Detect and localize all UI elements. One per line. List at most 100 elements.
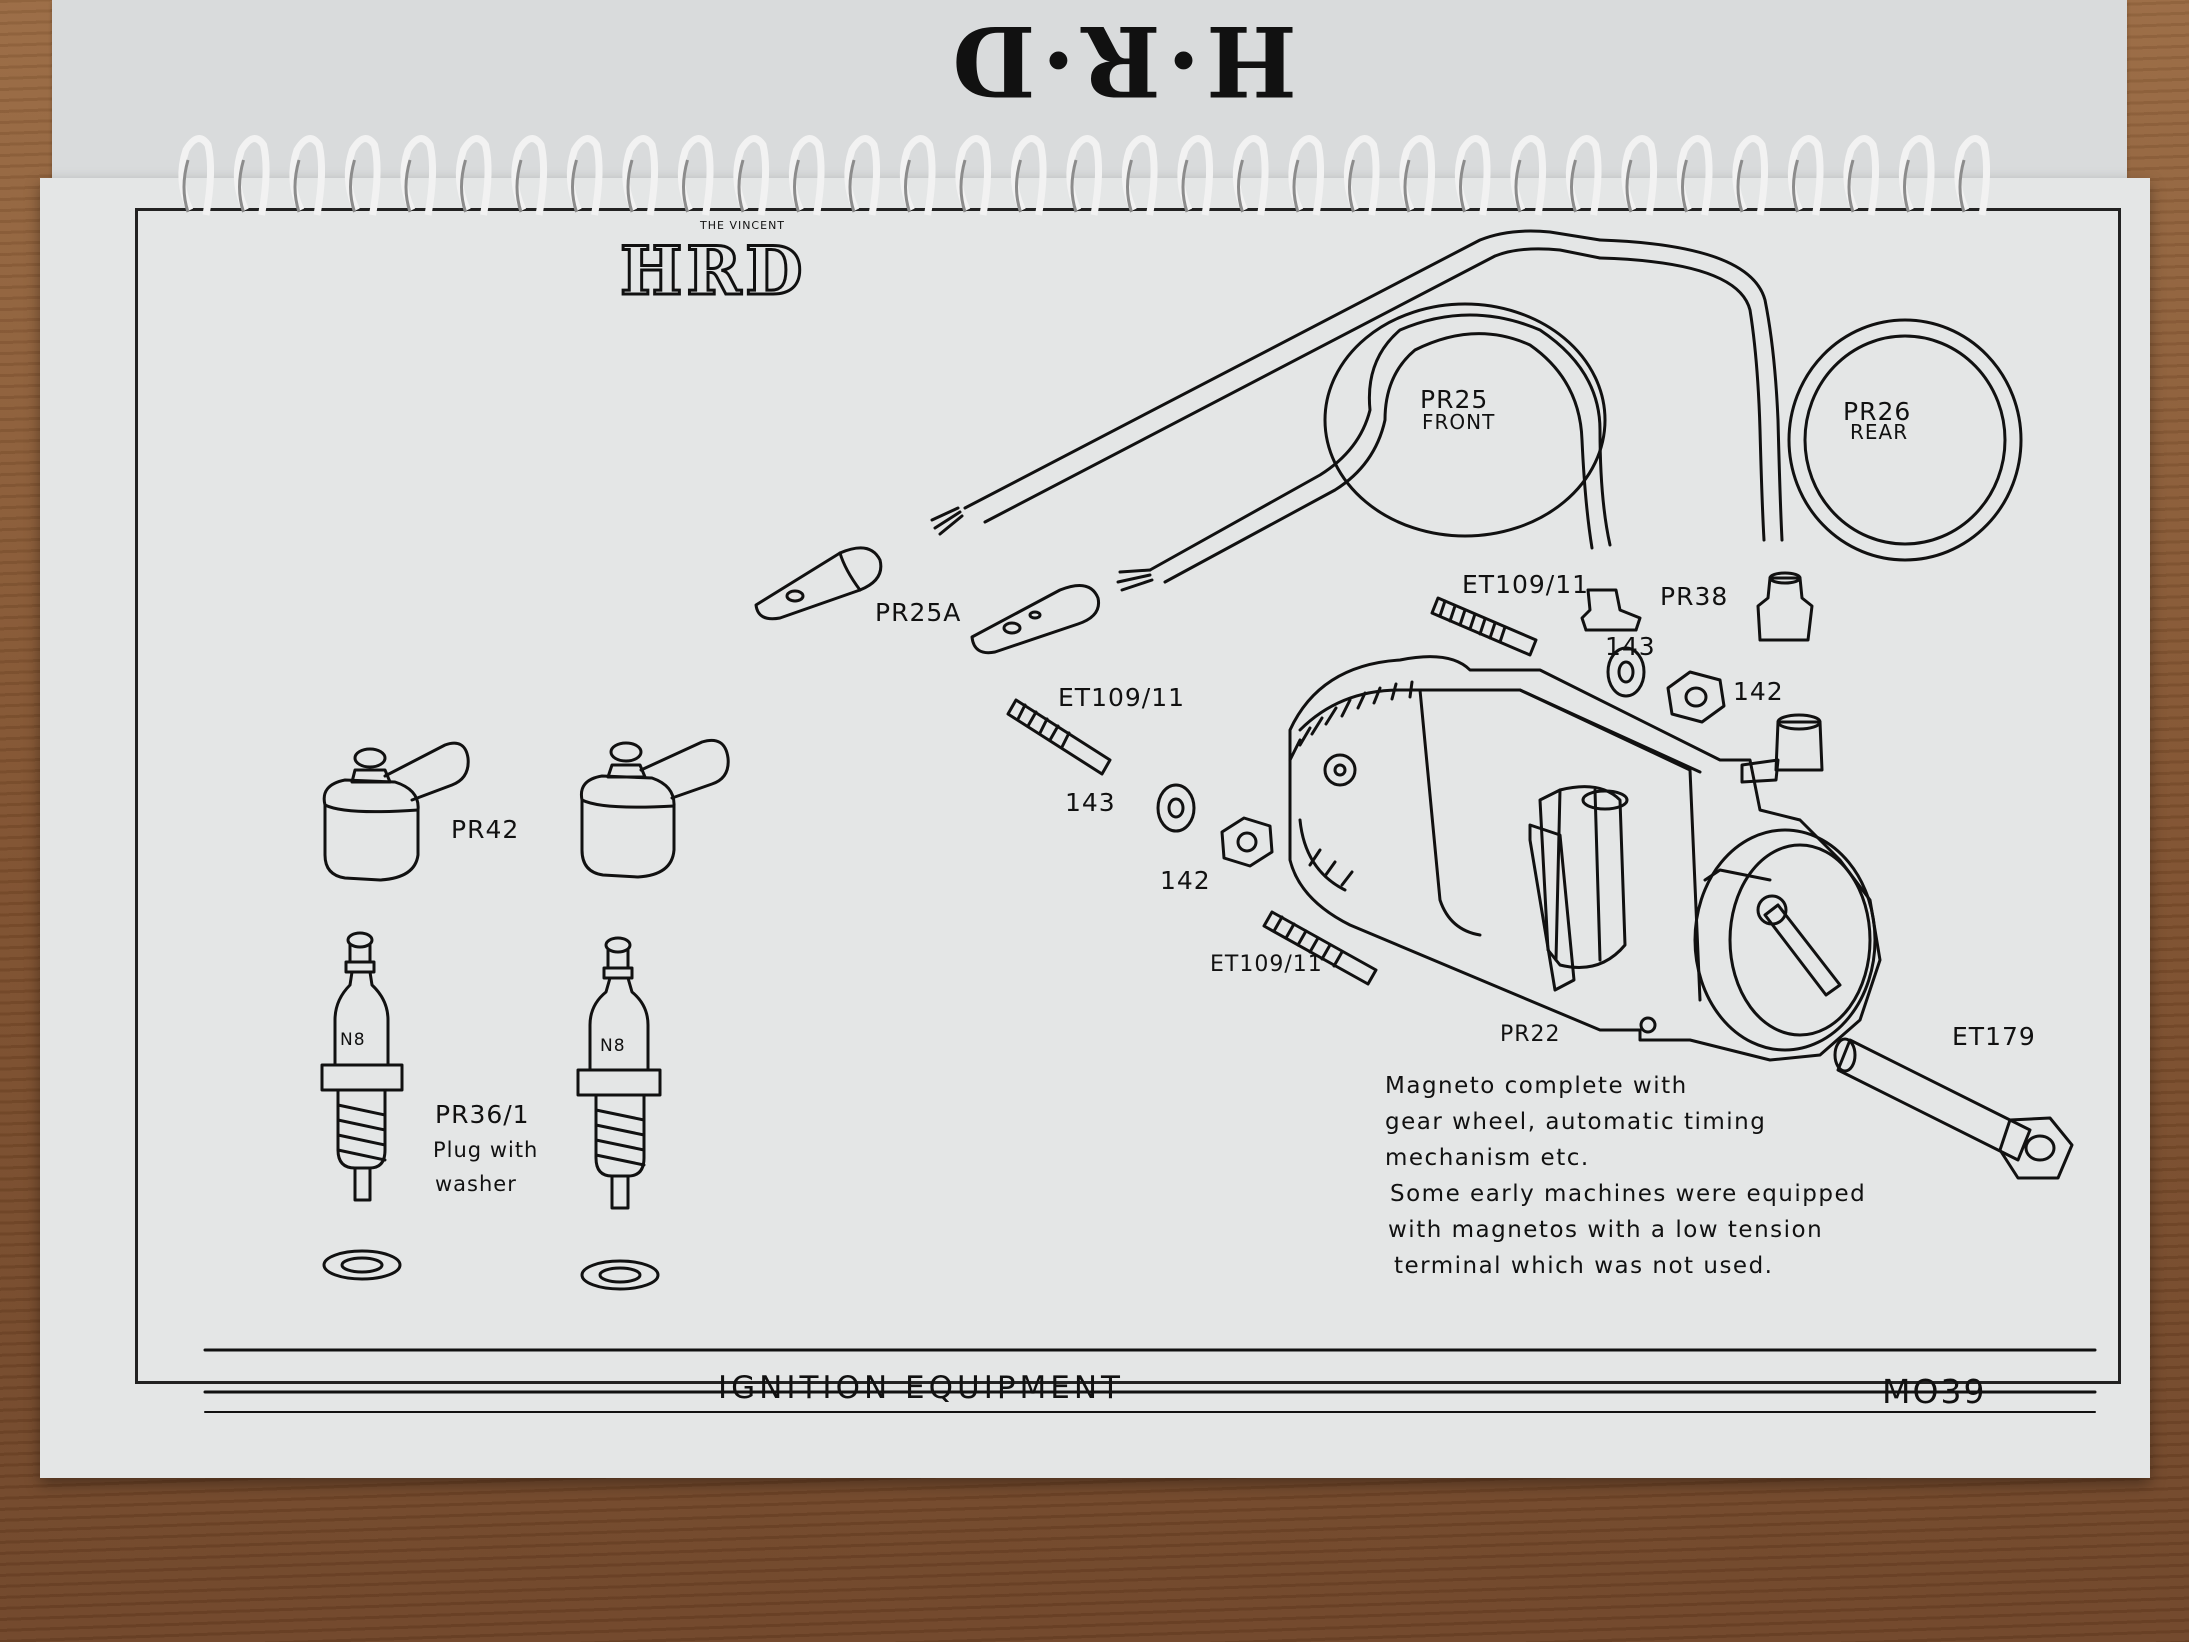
spark-plug-right bbox=[576, 936, 662, 1291]
binding-coil-shadow bbox=[1237, 159, 1244, 213]
binding-coil-shadow bbox=[1292, 159, 1300, 213]
note-line-4: Some early machines were equipped bbox=[1390, 1181, 1867, 1207]
binding-coil bbox=[622, 135, 659, 216]
binding-coil bbox=[1510, 135, 1547, 216]
binding-coil bbox=[344, 135, 381, 216]
plug-marking-right: N8 bbox=[600, 1036, 626, 1056]
binding-coil-shadow bbox=[1625, 159, 1633, 213]
binding-coil bbox=[1898, 135, 1935, 216]
binding-coil bbox=[788, 135, 825, 216]
stud-et109-top bbox=[1430, 596, 1538, 657]
binding-coil bbox=[233, 135, 270, 216]
cable-lug-left bbox=[754, 546, 883, 621]
label-143-top: 143 bbox=[1605, 632, 1656, 661]
label-pr22: PR22 bbox=[1500, 1022, 1561, 1047]
binding-coil-shadow bbox=[1570, 159, 1577, 213]
binding-coil bbox=[1787, 135, 1824, 216]
binding-coil bbox=[1288, 135, 1325, 216]
binding-coil-shadow bbox=[1792, 159, 1799, 213]
binding-coil bbox=[677, 135, 714, 216]
binding-coil bbox=[1565, 135, 1602, 216]
ht-cable-pr26 bbox=[1598, 238, 2023, 562]
binding-coil-shadow bbox=[1181, 159, 1189, 213]
plug-cap-left bbox=[322, 741, 470, 882]
label-pr38: PR38 bbox=[1660, 582, 1729, 611]
binding-coil bbox=[1010, 135, 1047, 216]
note-line-1: Magneto complete with bbox=[1385, 1073, 1688, 1099]
stud-et109-low bbox=[1262, 910, 1378, 986]
binding-coil bbox=[1232, 135, 1269, 216]
binding-coil bbox=[844, 135, 881, 216]
binding-coil bbox=[511, 135, 548, 216]
plug-marking-left: N8 bbox=[340, 1030, 366, 1050]
binding-coil-shadow bbox=[848, 159, 856, 213]
binding-coil-shadow bbox=[682, 159, 689, 213]
page-title: IGNITION EQUIPMENT bbox=[718, 1370, 1124, 1406]
binding-coil-shadow bbox=[238, 159, 245, 213]
binding-coil-shadow bbox=[737, 159, 745, 213]
page-border bbox=[135, 208, 2121, 1384]
binding-coil bbox=[1676, 135, 1713, 216]
label-pr26-rear: REAR bbox=[1850, 420, 1909, 444]
binding-coil bbox=[1732, 135, 1769, 216]
binding-coil bbox=[1121, 135, 1158, 216]
binding-coil-shadow bbox=[1459, 159, 1466, 213]
binding-coil-shadow bbox=[182, 159, 190, 213]
binding-coil bbox=[1954, 135, 1991, 216]
binding-coil-shadow bbox=[1958, 159, 1966, 213]
note-line-6: terminal which was not used. bbox=[1394, 1253, 1774, 1279]
hrd-logo-letters: HRD bbox=[618, 231, 807, 312]
magneto bbox=[1288, 655, 1882, 1062]
binding-coil-shadow bbox=[626, 159, 634, 213]
binding-coil-shadow bbox=[349, 159, 356, 213]
plug-cap-right bbox=[579, 738, 730, 879]
binding-coil-shadow bbox=[515, 159, 523, 213]
page-code: MO39 bbox=[1882, 1372, 1987, 1411]
binding-coil bbox=[1454, 135, 1491, 216]
binding-coil bbox=[566, 135, 603, 216]
binding-coil bbox=[289, 135, 326, 216]
binding-coil-shadow bbox=[1015, 159, 1022, 213]
binding-coil-shadow bbox=[293, 159, 301, 213]
binding-coil-shadow bbox=[1348, 159, 1355, 213]
note-line-5: with magnetos with a low tension bbox=[1388, 1217, 1824, 1243]
binding-coil-shadow bbox=[1736, 159, 1744, 213]
label-pr25a: PR25A bbox=[875, 598, 962, 627]
binding-coil-shadow bbox=[1903, 159, 1910, 213]
label-142-mid: 142 bbox=[1160, 866, 1211, 895]
binding-coil-shadow bbox=[1126, 159, 1133, 213]
binding-coil-shadow bbox=[571, 159, 578, 213]
terminal-cover-pr38 bbox=[1756, 571, 1814, 642]
label-pr25-front: FRONT bbox=[1422, 410, 1496, 434]
label-143-mid: 143 bbox=[1065, 788, 1116, 817]
binding-coil bbox=[1399, 135, 1436, 216]
label-et179: ET179 bbox=[1952, 1022, 2036, 1051]
binding-coil-shadow bbox=[460, 159, 467, 213]
binding-coil bbox=[1843, 135, 1880, 216]
binding-coil-shadow bbox=[959, 159, 967, 213]
label-et109-mid: ET109/11 bbox=[1058, 683, 1186, 712]
binding-coil bbox=[1621, 135, 1658, 216]
binding-coil bbox=[455, 135, 492, 216]
binding-coil-shadow bbox=[1070, 159, 1078, 213]
note-line-2: gear wheel, automatic timing bbox=[1385, 1109, 1767, 1135]
nut-142-top bbox=[1666, 670, 1726, 724]
binding-coil bbox=[1177, 135, 1214, 216]
washer-143-mid bbox=[1156, 783, 1196, 833]
terminal-cover-left bbox=[1580, 588, 1642, 632]
binding-coil-shadow bbox=[1514, 159, 1522, 213]
binding-coil bbox=[400, 135, 437, 216]
back-page: H·R·D bbox=[52, 0, 2127, 202]
binding-coil bbox=[178, 135, 215, 216]
washer-143-top bbox=[1606, 646, 1646, 698]
nut-142-mid bbox=[1220, 816, 1274, 868]
binding-coil-shadow bbox=[1681, 159, 1688, 213]
label-pr25: PR25 bbox=[1420, 385, 1489, 414]
label-pr36-plug-with: Plug with bbox=[433, 1138, 539, 1162]
hrd-logo-small-text: THE VINCENT bbox=[700, 219, 786, 232]
spanner-et179 bbox=[1833, 1037, 2074, 1180]
binding-coil bbox=[899, 135, 936, 216]
label-pr36-washer: washer bbox=[435, 1172, 517, 1196]
note-line-3: mechanism etc. bbox=[1385, 1145, 1590, 1171]
